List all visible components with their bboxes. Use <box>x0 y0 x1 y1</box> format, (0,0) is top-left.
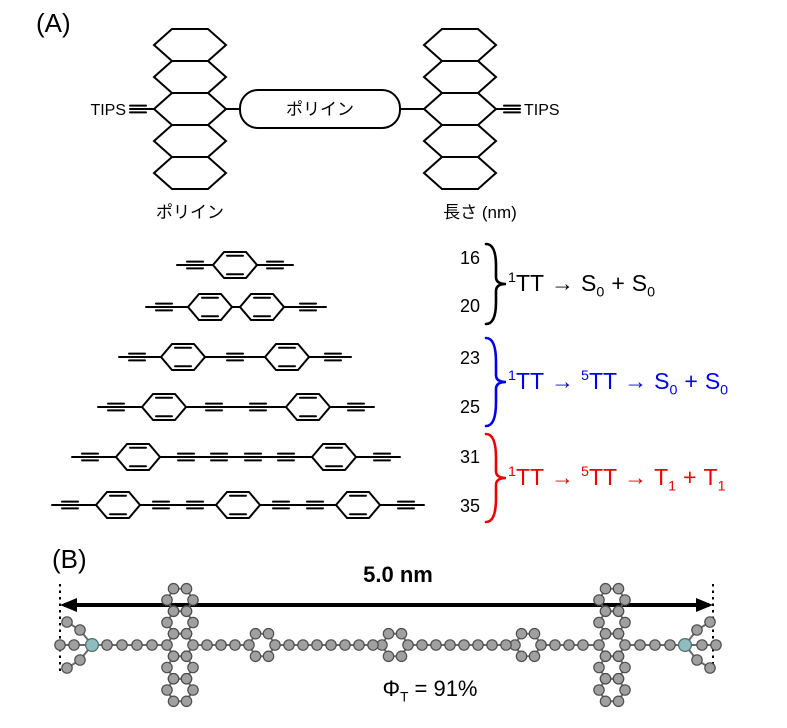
state-superscript: 1 <box>508 463 516 480</box>
state-subscript: 0 <box>596 284 605 301</box>
triplet-yield-label: ΦT = 91% <box>340 676 520 704</box>
benzene-ring <box>95 491 141 519</box>
brace-group-1 <box>484 242 507 326</box>
reaction-pathway-3: 1TT→5TT→T1+T1 <box>508 464 726 495</box>
benzene-ring <box>215 491 261 519</box>
phi-symbol: Φ <box>382 676 401 701</box>
linker-structure-3 <box>118 343 352 371</box>
linker-structure-5 <box>71 443 401 471</box>
bridge-benzene-ring <box>244 629 280 662</box>
linker-structure-6 <box>51 491 425 519</box>
benzene-ring <box>335 491 381 519</box>
linker-structure-1 <box>176 251 294 279</box>
molecule-model <box>54 560 722 728</box>
state-subscript: 0 <box>647 284 656 301</box>
state-label: TT <box>588 368 618 394</box>
plus-sign: + <box>683 464 697 490</box>
brace-group-3 <box>484 432 507 524</box>
state-superscript: 1 <box>508 367 516 384</box>
state-subscript: 0 <box>720 382 729 399</box>
tips-label-right: TIPS <box>524 102 560 119</box>
panel-b-label: (B) <box>52 544 87 574</box>
length-value-2: 20 <box>459 296 480 316</box>
benzene-ring <box>212 251 258 279</box>
state-label: T <box>654 464 669 490</box>
right-pentacene <box>423 28 497 190</box>
state-subscript: 1 <box>717 478 726 495</box>
arrow: → <box>624 464 648 490</box>
arrow: → <box>551 368 575 394</box>
right-pentacene-cluster <box>594 584 630 707</box>
state-label: TT <box>588 464 618 490</box>
state-subscript: 0 <box>669 382 678 399</box>
triple-bond <box>129 104 147 114</box>
scale-length-label: 5.0 nm <box>363 562 433 587</box>
linker-structure-4 <box>97 393 375 421</box>
benzene-ring <box>187 293 233 321</box>
length-value-4: 25 <box>459 397 480 417</box>
dimer-scheme: TIPS ポリイン TIPS <box>90 28 560 190</box>
benzene-ring <box>285 393 331 421</box>
silicon-atom <box>677 637 692 652</box>
state-label: S <box>704 368 721 394</box>
phi-subscript: T <box>400 689 409 705</box>
benzene-ring <box>160 343 206 371</box>
polyyne-box-label: ポリイン <box>286 100 354 119</box>
left-pentacene-cluster <box>162 584 198 707</box>
state-subscript: 1 <box>668 478 677 495</box>
state-label: S <box>631 270 648 296</box>
reaction-pathway-1: 1TT→S0+S0 <box>508 270 655 301</box>
benzene-ring <box>239 293 285 321</box>
linker-structure-2 <box>145 293 327 321</box>
silicon-atom <box>84 637 99 652</box>
benzene-ring <box>115 443 161 471</box>
state-superscript: 1 <box>508 269 516 286</box>
plus-sign: + <box>684 368 698 394</box>
linker-column-header: ポリイン <box>156 203 224 222</box>
bridge-benzene-ring <box>510 629 546 662</box>
brace-group-2 <box>484 336 507 428</box>
arrow: → <box>551 464 575 490</box>
benzene-ring <box>264 343 310 371</box>
bridge-benzene-ring <box>377 629 413 662</box>
state-label: S <box>581 270 597 296</box>
length-value-3: 23 <box>459 348 480 368</box>
left-pentacene <box>153 28 227 190</box>
length-value-1: 16 <box>459 248 480 268</box>
arrow: → <box>624 368 648 394</box>
benzene-ring <box>311 443 357 471</box>
phi-value: = 91% <box>408 676 478 701</box>
length-column-header: 長さ (nm) <box>443 203 517 222</box>
length-value-6: 35 <box>459 496 480 516</box>
reaction-pathway-2: 1TT→5TT→S0+S0 <box>508 368 728 399</box>
tips-group-left <box>54 616 99 674</box>
state-label: TT <box>515 368 545 394</box>
state-label: T <box>703 464 718 490</box>
plus-sign: + <box>611 270 625 296</box>
arrow: → <box>551 270 575 296</box>
tips-label-left: TIPS <box>90 102 126 119</box>
benzene-ring <box>141 393 187 421</box>
tips-group-right <box>677 616 722 674</box>
triple-bond <box>503 104 521 114</box>
panel-a-label: (A) <box>36 8 71 38</box>
length-value-5: 31 <box>459 447 480 467</box>
state-superscript: 5 <box>581 463 589 480</box>
state-label: TT <box>515 464 545 490</box>
state-superscript: 5 <box>581 367 589 384</box>
state-label: S <box>654 368 670 394</box>
state-label: TT <box>515 270 545 296</box>
